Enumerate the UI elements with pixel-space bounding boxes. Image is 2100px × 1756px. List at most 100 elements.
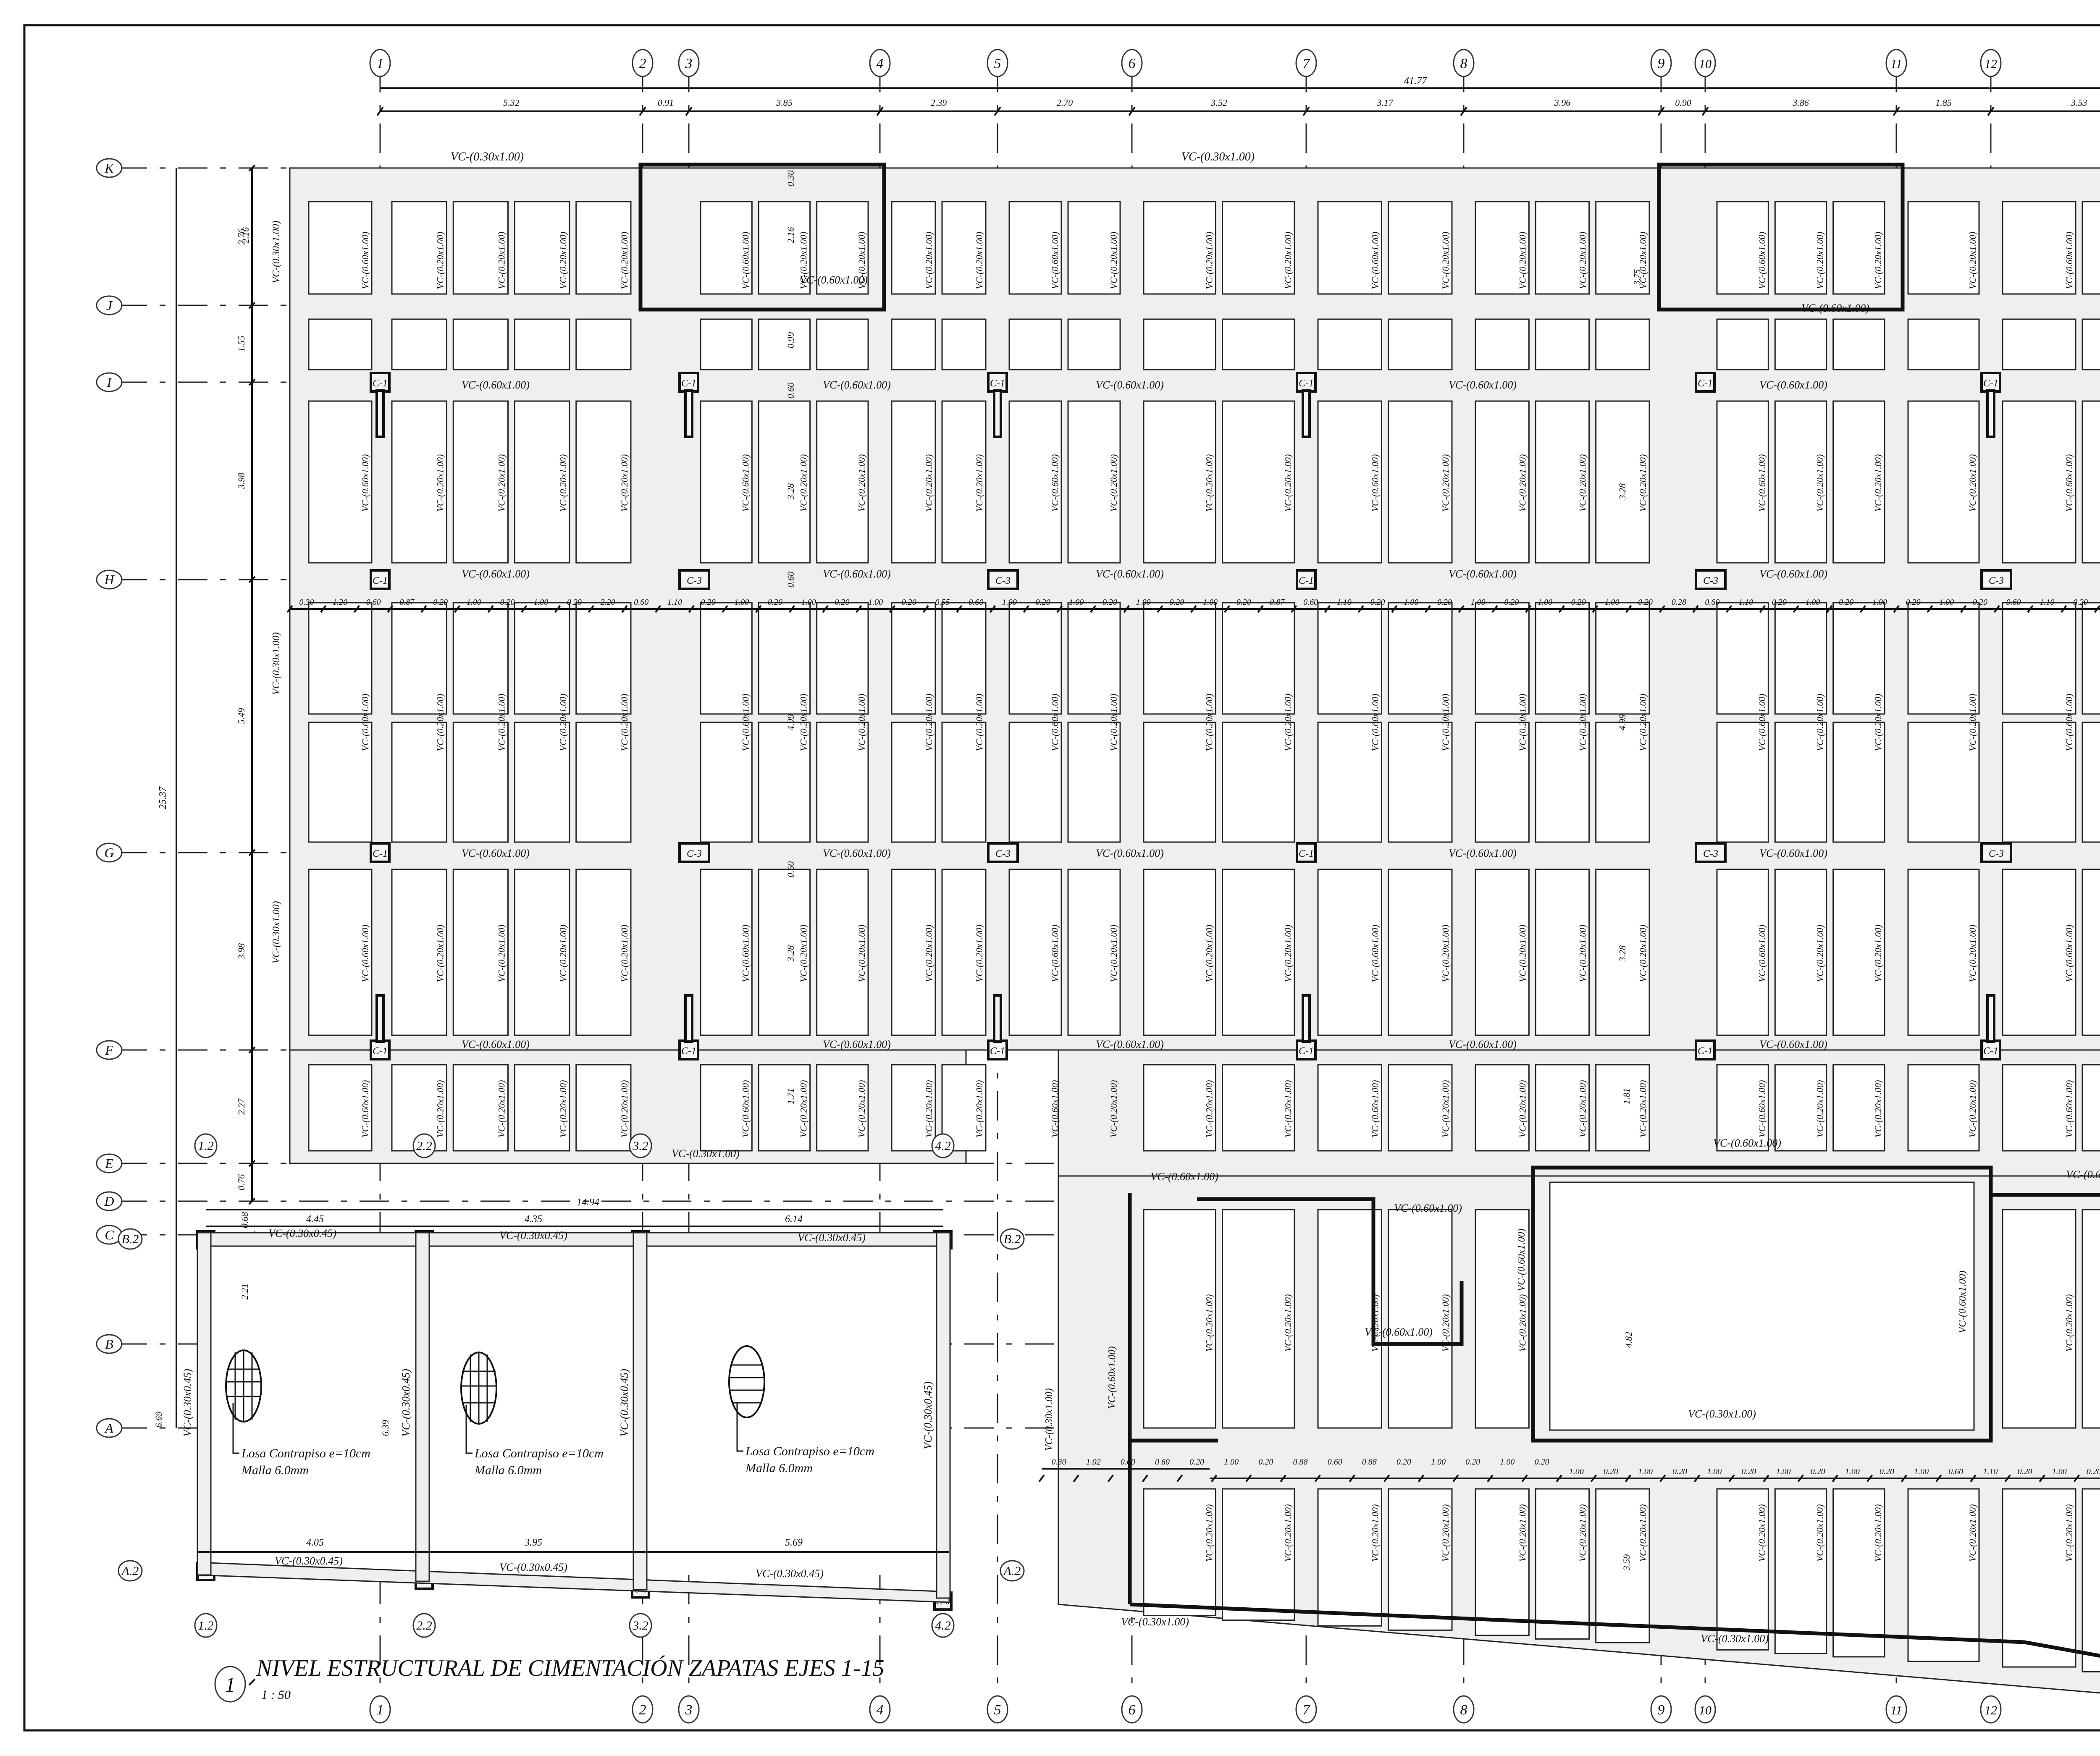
column-10-G [1695,842,1727,863]
a-row-dimension: 1.00 [1776,1467,1791,1476]
column-tag: C-3 [995,575,1011,586]
h-row-dimension: 0.60 [366,598,381,607]
grid-bubble-label: 6 [1129,56,1136,71]
beam-label: VC-(0.20x1.00) [1873,1504,1883,1562]
sub-grid-bubble-label: A.2 [121,1564,139,1578]
h-row-dimension: 0.20 [835,598,849,607]
sub-grid-bubble-3.2 [629,1613,652,1638]
beam-label: VC-(0.20x1.00) [435,454,445,512]
annex-beam-1-2 [197,1232,212,1576]
beam-label: VC-(0.20x1.00) [1815,694,1825,751]
grid-bubble-1 [369,49,391,77]
h-row-dimension: 0.20 [1839,598,1853,607]
h-row-dimension: 0.20 [701,598,716,607]
column-tag: C-1 [373,848,388,859]
column-tag: C-3 [1989,575,2004,586]
beam-label: VC-(0.20x1.00) [558,454,568,512]
grid-bubble-A [96,1418,123,1438]
pad-cell [1907,722,1980,843]
beam-label: VC-(0.20x1.00) [1283,232,1293,289]
beam-label: VC-(0.20x1.00) [619,694,630,751]
grid-bubble-10 [1694,1695,1716,1724]
pad-cell [2082,1064,2100,1152]
annex-beam-label-bottom-3: VC-(0.30x0.45) [756,1567,824,1580]
left-dimension-chain: 25.37 2.761.553.985.493.982.270.76 [158,168,253,1428]
beam-label: VC-(0.20x1.00) [1204,925,1215,982]
column-tag: C-1 [1983,378,1998,389]
left-span-dimension: 3.98 [236,473,247,490]
column-pilaster [1986,389,1995,438]
beam-label: VC-(0.60x1.00) [1759,379,1827,391]
pad-cell [1317,869,1382,1036]
sub-grid-bubble-3.2 [629,1133,652,1158]
h-row-dimension: 1.00 [1069,598,1084,607]
column-tag: C-3 [687,575,702,586]
pad-cell [1475,318,1530,370]
h-row-dimension: 0.20 [902,598,916,607]
grid-bubble-3 [678,1695,700,1724]
sub-grid-bubble-4.2 [931,1133,955,1158]
beam-label: VC-(0.20x1.00) [1370,1294,1381,1352]
pad-cell [452,400,509,564]
local-dimension: 2.16 [785,227,796,244]
beam-label: VC-(0.60x1.00) [1394,1202,1462,1214]
pad-cell [700,869,753,1036]
pad-cell [1475,602,1530,715]
left-span-dimension: 3.98 [236,943,247,960]
beam-label: VC-(0.20x1.00) [1204,1294,1215,1352]
beam-label: VC-(0.20x1.00) [1517,694,1528,751]
beam-label: VC-(0.20x1.00) [496,1080,507,1138]
pad-cell [1222,1209,1295,1429]
a-row-dimension: 1.10 [1983,1467,1998,1476]
beam-label: VC-(0.20x1.00) [974,232,984,289]
h-row-dimension: 1.10 [2040,598,2054,607]
pad-cell [391,318,447,370]
beam-label: VC-(0.60x1.00) [1096,379,1164,391]
top-span-dimension: 0.91 [658,97,674,108]
beam-label: VC-(0.60x1.00) [1756,694,1767,751]
grid-bubble-label: 5 [994,1702,1001,1718]
pad-cell [816,400,869,564]
beam-label: VC-(0.60x1.00) [360,232,370,289]
beam-label: VC-(0.60x1.00) [1050,694,1060,751]
beam-label: VC-(0.60x1.00) [462,847,530,859]
beam-label: VC-(0.60x1.00) [2064,925,2074,982]
pad-cell [2082,602,2100,715]
column-pilaster [993,389,1002,438]
beam-label: VC-(0.30x1.00) [672,1147,740,1160]
h-row-dimension: 0.20 [1906,598,1921,607]
a-row-dimension: 1.00 [1569,1467,1584,1476]
h-row-dimension: 1.10 [1337,598,1352,607]
h-row-dimension: 0.60 [2006,598,2021,607]
a-row-dimension: 0.20 [1741,1467,1756,1476]
top-span-dimension: 3.53 [2071,97,2087,108]
grid-bubble-I [96,372,123,392]
overall-width-dimension: 41.77 [1404,76,1427,87]
pad-cell [1595,400,1650,564]
view-number: 1 [225,1673,236,1696]
beam-label: VC-(0.30x1.00) [271,901,282,963]
grid-bubble-10 [1694,49,1716,77]
pad-cell [816,318,869,370]
pad-cell [1388,869,1453,1036]
beam-label: VC-(0.20x1.00) [1578,232,1588,289]
beam-label: VC-(0.60x1.00) [462,568,530,580]
grid-bubble-8 [1453,1695,1475,1724]
pad-cell [391,869,447,1036]
column-tag: C-3 [1989,848,2004,859]
grid-bubble-3 [678,49,700,77]
grid-bubble-label: 9 [1658,56,1665,71]
h-row-dimension: 1.00 [1604,598,1619,607]
top-span-dimension: 0.90 [1675,97,1691,108]
column-tag: C-1 [373,378,388,389]
beam-label: VC-(0.20x1.00) [1967,1504,1978,1562]
local-dimension: 4.99 [785,714,796,731]
beam-label: VC-(0.30x1.00) [1121,1616,1189,1628]
annex-beam-label-top-2: VC-(0.30x0.45) [499,1229,567,1242]
h-row-dimension: 1.00 [1203,598,1218,607]
pad-cell [1388,722,1453,843]
pad-cell [1067,318,1121,370]
beam-label: VC-(0.20x1.00) [974,925,984,982]
sub-grid-bubble-label: 2.2 [416,1619,432,1633]
pad-cell [816,869,869,1036]
